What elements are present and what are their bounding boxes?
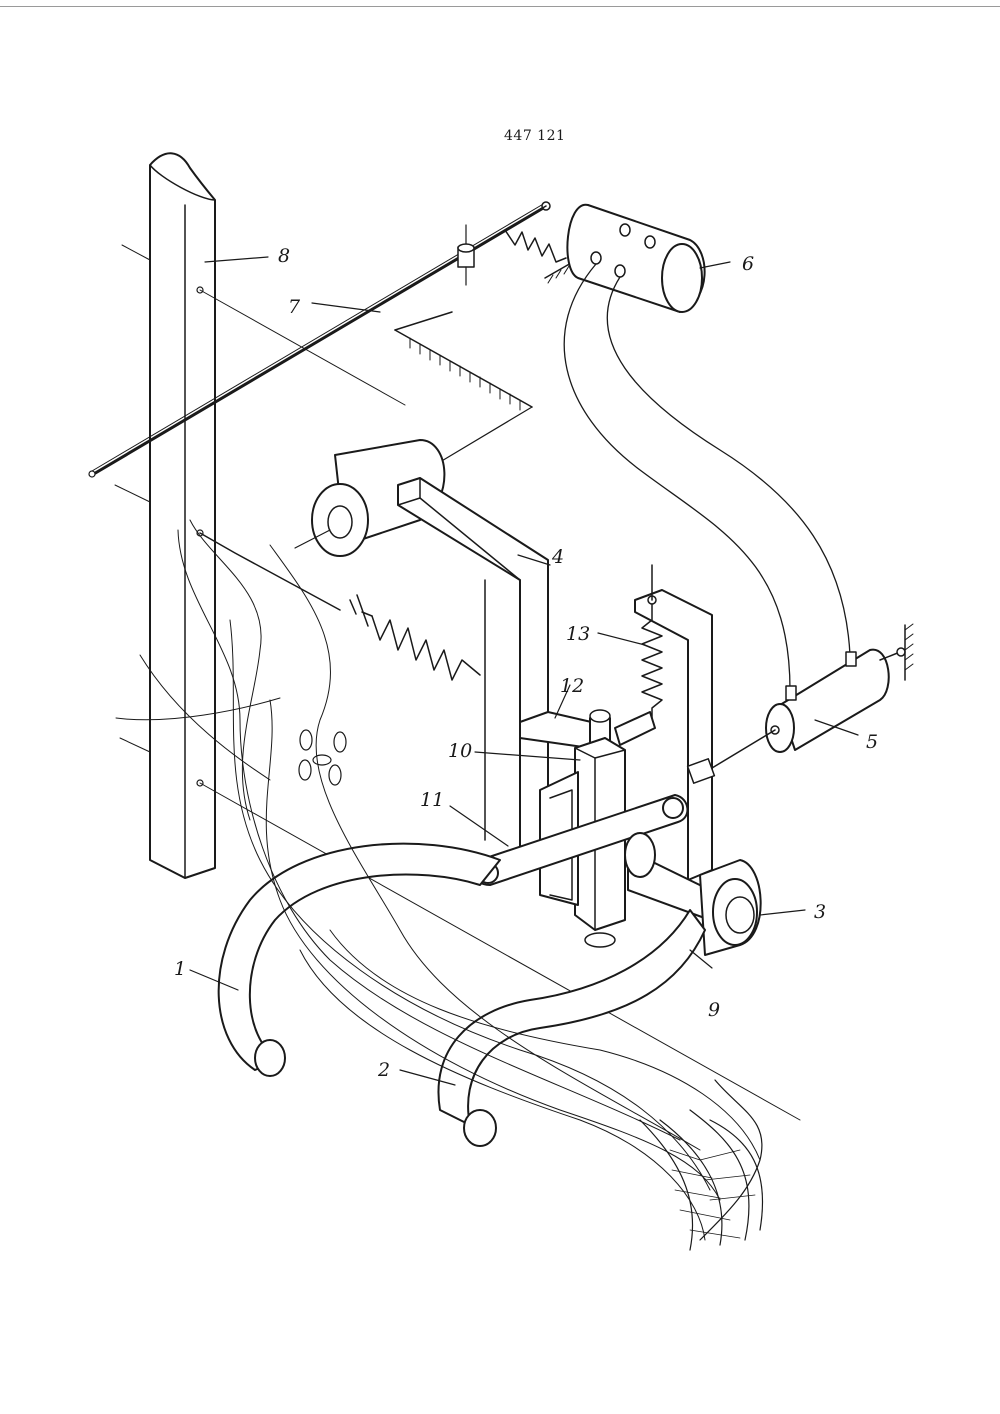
- label-3: 3: [814, 901, 826, 923]
- label-11: 11: [420, 789, 444, 811]
- flower-mark: [299, 730, 346, 785]
- label-5: 5: [866, 731, 878, 753]
- label-13: 13: [566, 623, 590, 645]
- label-1: 1: [174, 958, 186, 980]
- cylinder-6: [567, 205, 704, 312]
- label-2: 2: [377, 1059, 390, 1081]
- cylinder-5: [712, 624, 913, 768]
- ground-plane: [395, 312, 532, 462]
- label-10: 10: [448, 740, 472, 762]
- label-7: 7: [288, 296, 301, 318]
- label-6: 6: [742, 253, 754, 275]
- label-9: 9: [708, 999, 720, 1021]
- hook-2: [438, 910, 705, 1146]
- label-4: 4: [551, 546, 564, 568]
- label-8: 8: [278, 245, 290, 267]
- label-12: 12: [560, 675, 584, 697]
